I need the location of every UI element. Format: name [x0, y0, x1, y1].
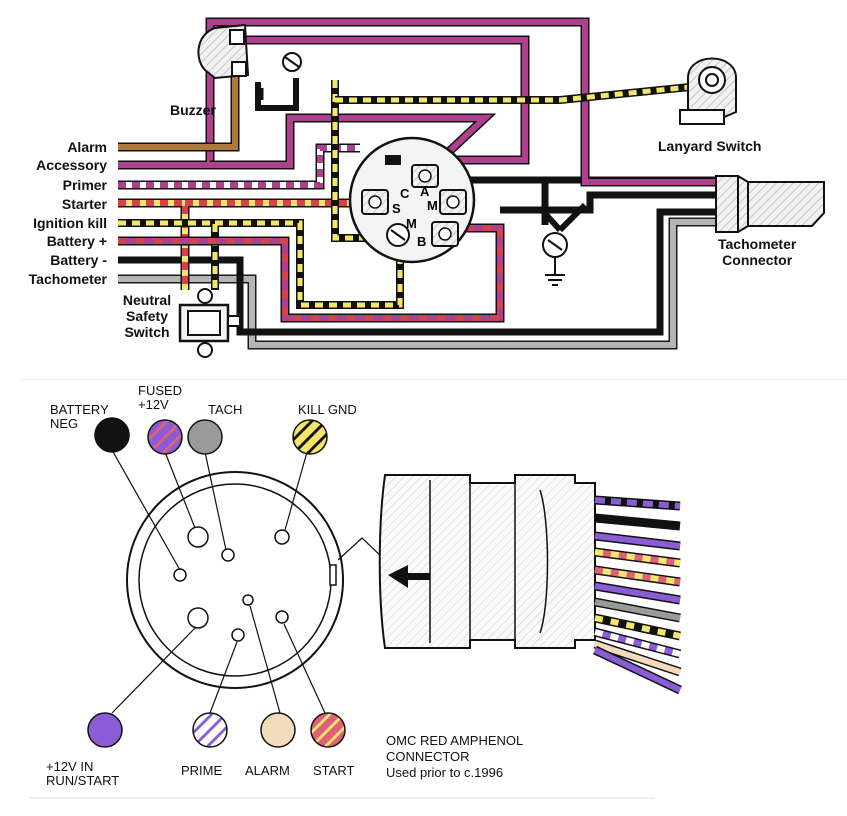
label-battery-neg: BATTERY NEG: [50, 403, 109, 431]
swatch-tach: [187, 419, 223, 455]
label-nss-line1: Neutral: [122, 292, 172, 308]
label-lanyard-switch: Lanyard Switch: [658, 138, 762, 154]
wire-alarm: [118, 70, 240, 152]
label-tachometer-connector-line2: Connector: [722, 252, 793, 268]
tachometer-connector: [715, 175, 825, 233]
terminal-m-lower: M: [406, 216, 417, 231]
label-fused-12v: FUSED +12V: [138, 384, 182, 412]
label-battery-plus: Battery +: [46, 233, 107, 249]
wire-tachometer: [118, 217, 716, 350]
label-12v-in: +12V IN RUN/START: [46, 760, 119, 788]
wire-battery-positive: [118, 223, 505, 323]
connector-face: [126, 471, 344, 689]
label-nss-line2: Safety: [125, 308, 169, 324]
label-tachometer: Tachometer: [28, 271, 107, 287]
terminal-m: M: [427, 198, 438, 213]
label-ignition-kill: Ignition kill: [33, 215, 107, 231]
wire-accessory: [118, 17, 716, 187]
label-kill-gnd: KILL GND: [298, 402, 357, 417]
label-battery-neg-line2: NEG: [50, 416, 79, 431]
swatch-prime: [192, 712, 228, 748]
swatch-plus12v-in: [87, 712, 123, 748]
terminal-c: C: [400, 186, 410, 201]
label-fused-12v-line2: +12V: [138, 397, 169, 412]
label-prime: PRIME: [181, 763, 223, 778]
terminal-a: A: [420, 184, 430, 199]
swatch-alarm: [260, 712, 296, 748]
connector-body: [378, 474, 596, 649]
label-primer: Primer: [62, 177, 107, 193]
caption-line2: CONNECTOR: [386, 749, 470, 764]
swatch-start: [310, 712, 346, 748]
buzzer: [197, 23, 302, 111]
ignition-switch: C A S M M B: [348, 136, 476, 264]
label-nss-line3: Switch: [124, 324, 170, 340]
ground-symbol: [542, 232, 568, 286]
label-12v-in-line2: RUN/START: [46, 773, 120, 788]
lanyard-switch: [679, 57, 737, 125]
label-alarm: Alarm: [67, 139, 107, 155]
label-buzzer: Buzzer: [170, 102, 216, 118]
label-starter: Starter: [61, 196, 107, 212]
wire-starter: [118, 198, 360, 290]
swatch-battery-neg: [94, 417, 130, 453]
swatch-kill-gnd: [292, 419, 328, 455]
pin-leaders: [111, 449, 386, 714]
label-tach: TACH: [208, 402, 243, 417]
connector-diagram: [30, 417, 682, 799]
pin-swatches: [87, 417, 346, 748]
label-alarm-pin: ALARM: [245, 763, 290, 778]
label-tachometer-connector-line1: Tachometer: [718, 236, 797, 252]
label-accessory: Accessory: [36, 157, 107, 173]
wire-primer: [118, 143, 360, 190]
label-neutral-safety-switch: Neutral Safety Switch: [116, 292, 178, 340]
wire-bundle: [593, 495, 682, 695]
wiring-diagram: C A S M M B: [20, 17, 847, 380]
terminal-b: B: [417, 234, 426, 249]
terminal-s: S: [392, 201, 401, 216]
label-battery-neg-line1: BATTERY: [50, 402, 109, 417]
label-12v-in-line1: +12V IN: [46, 759, 94, 774]
caption-line3: Used prior to c.1996: [386, 765, 504, 780]
label-start: START: [313, 763, 355, 778]
pin-holes: [173, 526, 290, 642]
swatch-fused-12v: [147, 419, 183, 455]
connector-caption: OMC RED AMPHENOL CONNECTOR Used prior to…: [386, 733, 523, 781]
label-tachometer-connector: Tachometer Connector: [718, 236, 796, 268]
label-battery-minus: Battery -: [50, 252, 107, 268]
label-fused-12v-line1: FUSED: [138, 383, 183, 398]
neutral-safety-switch: [178, 288, 241, 358]
caption-line1: OMC RED AMPHENOL: [386, 733, 524, 748]
